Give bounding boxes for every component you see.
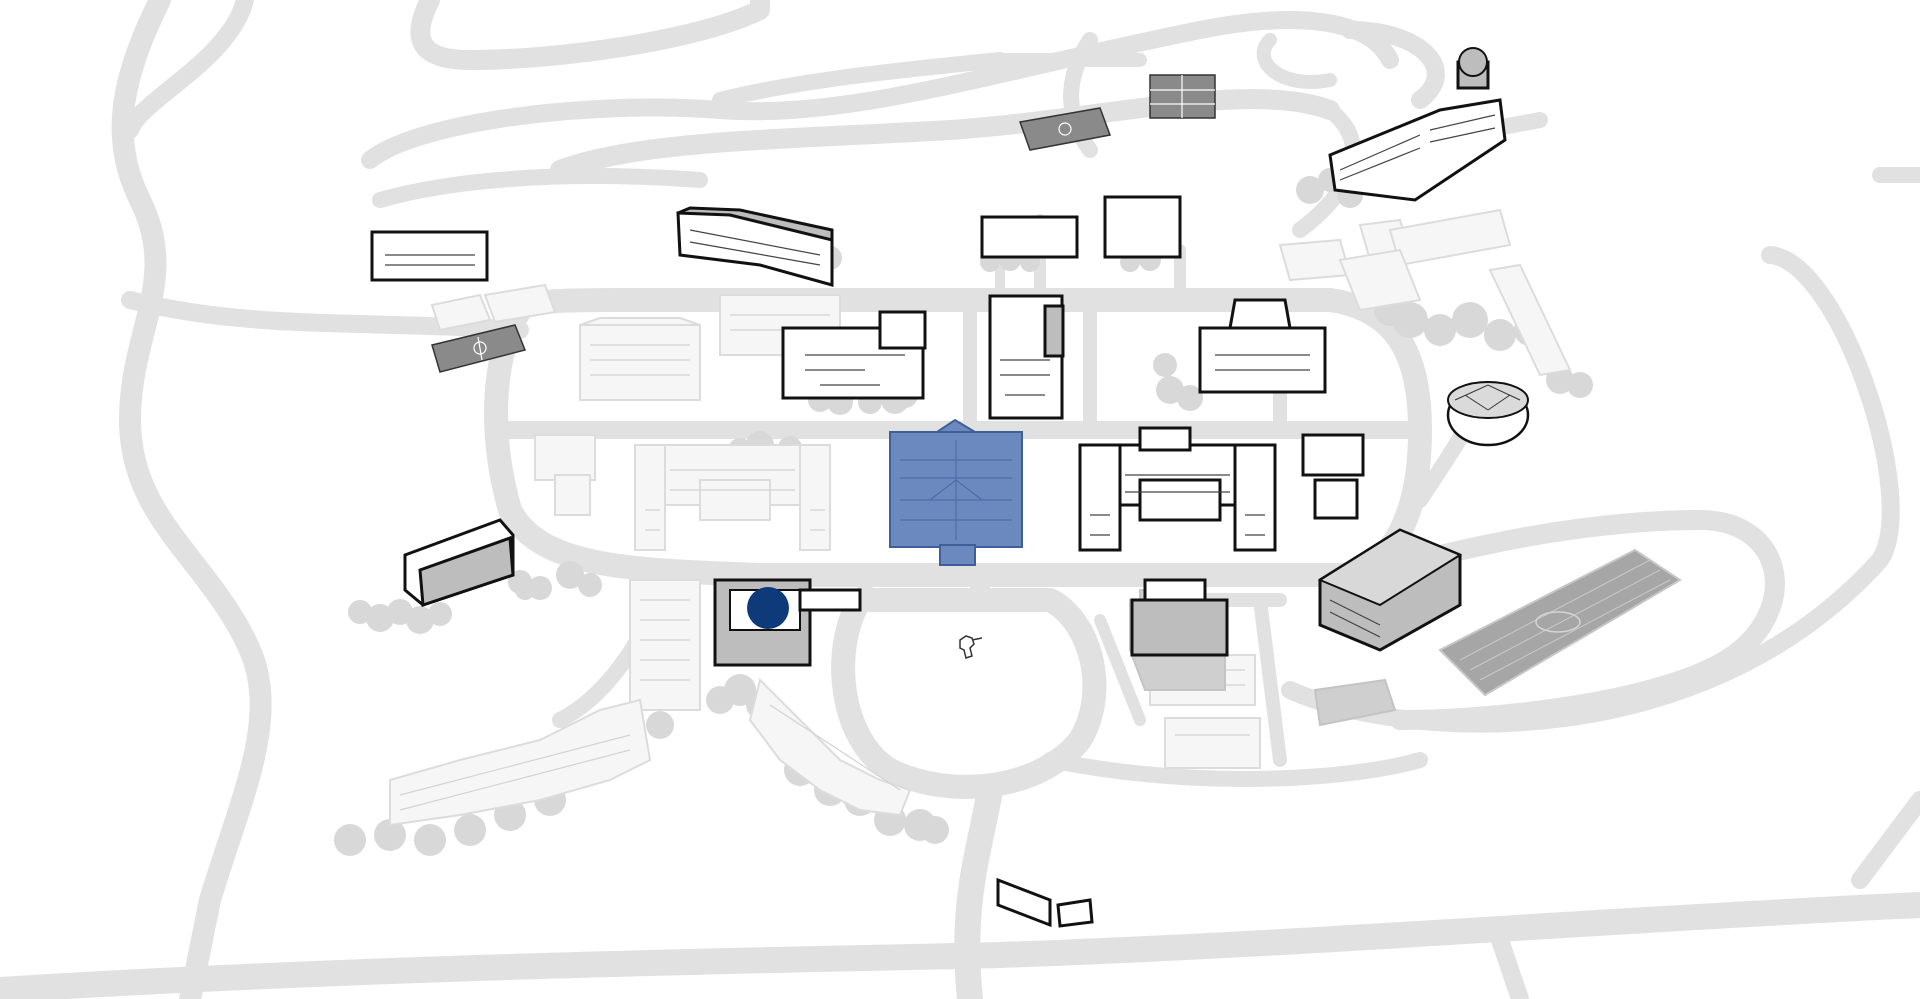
building-north-center-2[interactable]: [1103, 195, 1182, 259]
building-east-small-2[interactable]: [1313, 478, 1359, 520]
building-center-north-tower[interactable]: [988, 294, 1065, 420]
building-southeast-2[interactable]: [1164, 717, 1261, 769]
building-northeast-academic[interactable]: [1328, 98, 1507, 202]
building-northwest-hall[interactable]: [370, 230, 489, 282]
building-east-hall[interactable]: [1078, 426, 1277, 552]
building-arena-dome[interactable]: [1446, 381, 1530, 447]
building-northeast-1[interactable]: [1278, 208, 1572, 377]
building-west-small[interactable]: [534, 434, 596, 516]
building-center-west[interactable]: [781, 310, 927, 400]
building-east-north-hall[interactable]: [1198, 298, 1327, 394]
building-east-gym[interactable]: [1317, 528, 1463, 652]
building-east-small-1[interactable]: [1301, 433, 1365, 477]
court-tennis-north[interactable]: [1149, 74, 1216, 119]
building-parking[interactable]: [1313, 678, 1397, 727]
building-southwest-residence[interactable]: [629, 579, 701, 711]
location-dot-icon[interactable]: [747, 587, 789, 629]
statue-icon: [959, 635, 983, 659]
building-residence-curve[interactable]: [389, 678, 912, 827]
building-north-dorm[interactable]: [676, 206, 834, 287]
court-basketball-west[interactable]: [431, 324, 527, 373]
selected-building[interactable]: [889, 418, 1023, 566]
court-west-2[interactable]: [430, 283, 557, 332]
outlined-buildings: [370, 47, 1530, 928]
building-stadium-field[interactable]: [1438, 548, 1682, 697]
building-south-center[interactable]: [1130, 578, 1229, 657]
building-west-hall[interactable]: [634, 444, 831, 551]
building-south-gate-2[interactable]: [1056, 898, 1094, 928]
court-basketball-north[interactable]: [1018, 107, 1112, 151]
building-west-gym[interactable]: [403, 518, 515, 608]
building-west-quad[interactable]: [579, 317, 701, 401]
building-observatory[interactable]: [1456, 47, 1490, 90]
building-north-center-1[interactable]: [980, 215, 1079, 259]
building-south-gate-1[interactable]: [996, 877, 1052, 928]
trees: [334, 168, 1593, 856]
